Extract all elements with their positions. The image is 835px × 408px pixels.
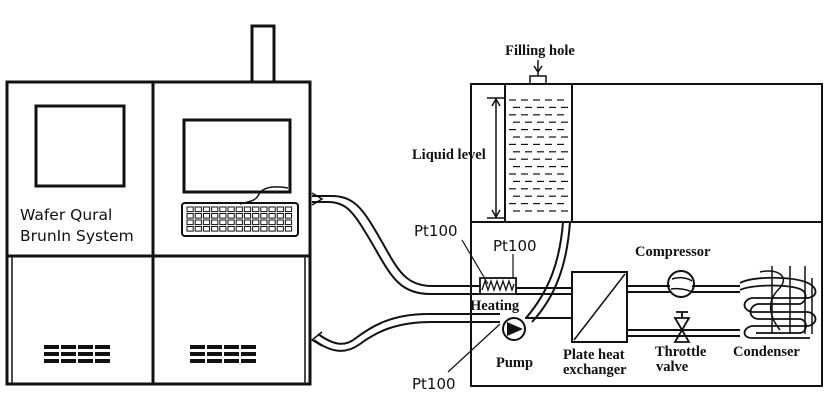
heating-label: Heating <box>470 298 520 314</box>
keyboard <box>181 202 299 237</box>
liquid-tank <box>504 83 573 223</box>
pump <box>502 317 526 341</box>
right-monitor <box>182 118 292 194</box>
plate-heat-exchanger-label-line2: exchanger <box>563 362 627 378</box>
liquid-level-label: Liquid level <box>412 147 486 163</box>
cabinet-frame <box>5 80 312 386</box>
keyboard-cable <box>239 186 289 205</box>
filling-hole-arrow <box>533 60 543 76</box>
filling-hole-label: Filling hole <box>505 43 575 59</box>
throttle-valve-label-line1: Throttle <box>655 344 707 360</box>
burn-in-cabinet: Wafer Qural BrunIn System <box>5 24 312 386</box>
plate-heat-exchanger <box>571 271 628 343</box>
heater <box>479 277 517 295</box>
cooling-unit-frame <box>470 83 823 387</box>
tank-liquid <box>509 99 568 212</box>
liquid-level-indicator <box>487 97 505 219</box>
filling-hole <box>529 75 547 85</box>
cabinet-chimney <box>250 24 276 84</box>
system-label-line2: BrunIn System <box>20 227 134 245</box>
throttle-valve-label-line2: valve <box>656 359 689 375</box>
condenser-label: Condenser <box>733 344 800 360</box>
pump-label: Pump <box>496 355 533 371</box>
plate-heat-exchanger-label-line1: Plate heat <box>563 347 625 363</box>
system-label-line1: Wafer Qural <box>20 206 112 224</box>
vent-left <box>44 345 110 363</box>
coolant-pipes <box>310 192 500 352</box>
compressor-label: Compressor <box>635 244 711 260</box>
pt100-label-heater: Pt100 <box>493 237 537 255</box>
condenser <box>739 266 817 339</box>
compressor <box>667 270 695 298</box>
throttle-valve <box>673 311 691 343</box>
pt100-label-top: Pt100 <box>414 222 458 240</box>
cooling-unit <box>447 60 823 387</box>
vent-right <box>190 345 256 363</box>
left-monitor <box>34 104 126 188</box>
pt100-label-bottom: Pt100 <box>412 375 456 393</box>
